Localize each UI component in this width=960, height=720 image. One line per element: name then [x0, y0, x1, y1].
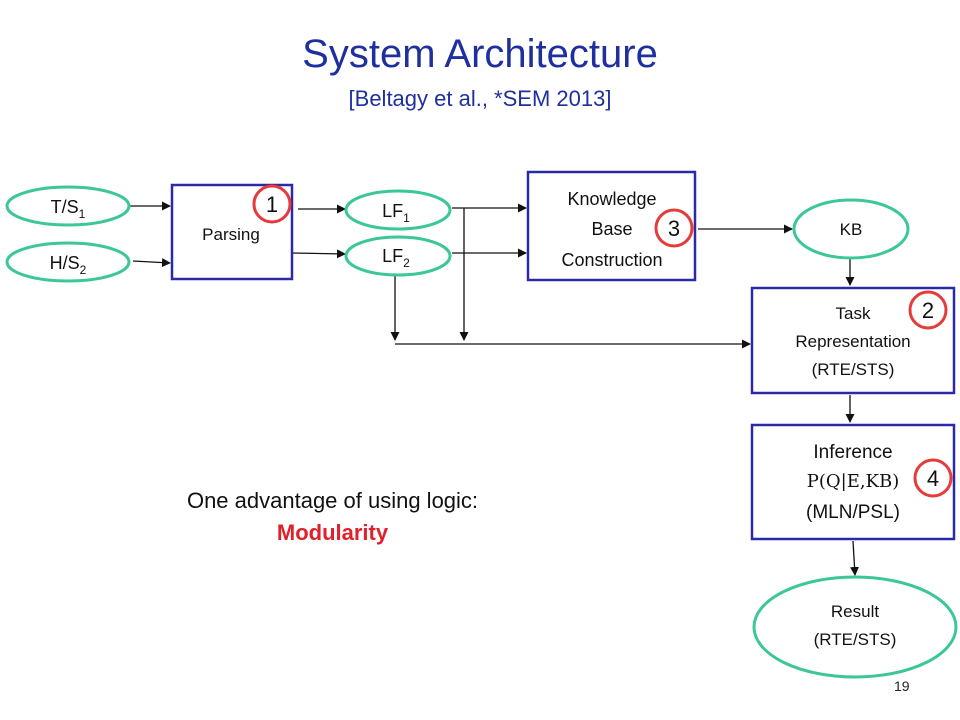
- task-line2: Representation: [795, 332, 910, 351]
- svg-text:T/S1: T/S1: [51, 197, 86, 221]
- ts1-label: T/S: [51, 197, 79, 217]
- lf1-subscript: 1: [403, 211, 410, 225]
- result-line1: Result: [831, 602, 879, 621]
- edge-hs2-parsing: [132, 258, 171, 268]
- node-lf1: LF1: [344, 189, 452, 231]
- node-hs2: H/S2: [5, 241, 131, 283]
- svg-text:LF1: LF1: [382, 201, 410, 225]
- lf1-label: LF: [382, 201, 403, 221]
- task-line1: Task: [836, 304, 871, 323]
- kbc-line1: Knowledge: [567, 189, 656, 209]
- node-ts1: T/S1: [5, 185, 131, 227]
- parsing-label: Parsing: [202, 225, 260, 244]
- badge-4-label: 4: [927, 466, 939, 491]
- lf2-label: LF: [382, 246, 403, 266]
- node-kb: KB: [792, 198, 910, 260]
- badge-1-label: 1: [266, 192, 278, 217]
- result-line2: (RTE/STS): [814, 630, 897, 649]
- inference-line3: (MLN/PSL): [806, 502, 900, 523]
- edge-parsing-lf2: [292, 249, 346, 259]
- node-lf2: LF2: [344, 235, 452, 277]
- edge-inference-result: [850, 540, 860, 576]
- svg-text:H/S2: H/S2: [50, 253, 87, 277]
- inference-formula: P(Q|E,KB): [807, 471, 900, 492]
- badge-3-label: 3: [668, 216, 680, 241]
- hs2-label: H/S: [50, 253, 80, 273]
- kbc-line3: Construction: [561, 250, 662, 270]
- slide-subtitle: [Beltagy et al., *SEM 2013]: [348, 86, 612, 111]
- badge-2-label: 2: [922, 298, 934, 323]
- slide-title: System Architecture: [302, 32, 658, 76]
- inference-line1: Inference: [813, 442, 892, 463]
- task-line3: (RTE/STS): [812, 360, 895, 379]
- advantage-note: One advantage of using logic:: [186, 488, 479, 513]
- svg-text:LF2: LF2: [382, 246, 410, 270]
- badge-3: 3: [654, 208, 694, 248]
- hs2-subscript: 2: [80, 263, 87, 277]
- kb-label: KB: [840, 220, 863, 239]
- node-result: Result (RTE/STS): [752, 575, 958, 679]
- badge-1: 1: [252, 184, 292, 224]
- kbc-line2: Base: [591, 219, 632, 239]
- modularity-emphasis: Modularity: [276, 520, 389, 545]
- badge-2: 2: [908, 290, 948, 330]
- page-number: 19: [894, 678, 910, 694]
- connectors: [130, 201, 860, 576]
- lf2-subscript: 2: [403, 256, 410, 270]
- badge-4: 4: [913, 458, 953, 498]
- ts1-subscript: 1: [79, 207, 86, 221]
